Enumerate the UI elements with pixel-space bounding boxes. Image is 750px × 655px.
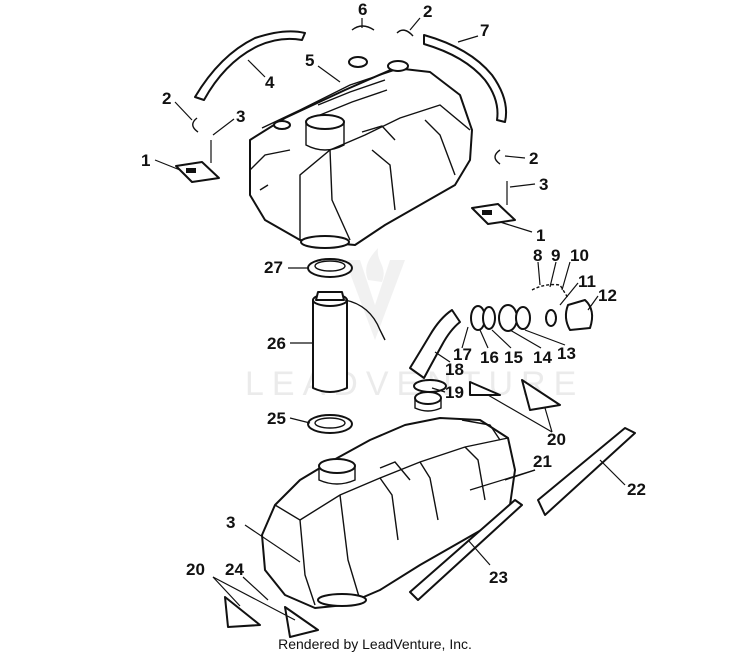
callout-label: 17 (453, 345, 472, 364)
callout-label: 23 (489, 568, 508, 587)
tether-8 (531, 283, 569, 299)
callout-label: 4 (265, 73, 275, 92)
callout-label: 26 (267, 334, 286, 353)
callout-label: 18 (445, 360, 464, 379)
filler-hose-18 (409, 309, 461, 379)
callout-label: 10 (570, 246, 589, 265)
callout-label: 25 (267, 409, 286, 428)
watermark-logo: LEADVENTURE (245, 248, 584, 403)
pad-20-b (521, 379, 561, 411)
strap-right (423, 34, 508, 123)
neck-14 (498, 304, 518, 332)
callout-label: 9 (551, 246, 560, 265)
rail-22 (537, 427, 636, 516)
callout-label: 21 (533, 452, 552, 471)
lower-fuel-tank (261, 391, 516, 609)
callout-label: 24 (225, 560, 244, 579)
pad-20-a (469, 381, 501, 396)
callout-label: 19 (445, 383, 464, 402)
callout-label: 12 (598, 286, 617, 305)
callout-label: 27 (264, 258, 283, 277)
seal-11 (545, 309, 557, 327)
bracket-right (471, 203, 516, 225)
fuel-pump-26 (312, 291, 386, 393)
clip-2-left (192, 117, 199, 133)
callout-label: 11 (578, 272, 596, 291)
callout-label: 13 (557, 344, 576, 363)
ring-13 (515, 306, 531, 330)
upper-fuel-tank (249, 56, 473, 249)
footer-credit: Rendered by LeadVenture, Inc. (278, 636, 472, 652)
retaining-ring-27 (307, 258, 353, 278)
pad-20-d (284, 606, 319, 638)
callout-labels: 6 2 7 5 4 2 3 1 2 3 1 27 8 9 10 11 12 26… (141, 0, 646, 587)
callout-label: 1 (141, 151, 150, 170)
callout-label: 3 (226, 513, 235, 532)
pad-20-c (224, 596, 261, 628)
callout-label: 22 (627, 480, 646, 499)
callout-label: 20 (547, 430, 566, 449)
callout-label: 2 (162, 89, 171, 108)
callout-label: 3 (539, 175, 548, 194)
gasket-25 (307, 414, 353, 434)
clamp-19 (413, 379, 447, 393)
callout-label: 8 (533, 246, 542, 265)
callout-label: 7 (480, 21, 489, 40)
clip-2-top (396, 29, 414, 37)
callout-label: 3 (236, 107, 245, 126)
callout-label: 2 (529, 149, 538, 168)
callout-label: 15 (504, 348, 523, 367)
callout-label: 14 (533, 348, 552, 367)
callout-label: 6 (358, 0, 367, 19)
leader-lines (154, 17, 626, 621)
gasket-15 (482, 306, 496, 330)
strap-left (194, 30, 306, 101)
callout-label: 16 (480, 348, 499, 367)
clip-2-right (494, 149, 501, 165)
rail-23 (409, 499, 523, 601)
callout-label: 2 (423, 2, 432, 21)
watermark-text: LEADVENTURE (245, 365, 584, 403)
callout-label: 20 (186, 560, 205, 579)
bracket-left (175, 161, 220, 183)
callout-label: 1 (536, 226, 545, 245)
cap-12 (564, 299, 594, 331)
callout-label: 5 (305, 51, 314, 70)
clip-6 (351, 25, 375, 31)
